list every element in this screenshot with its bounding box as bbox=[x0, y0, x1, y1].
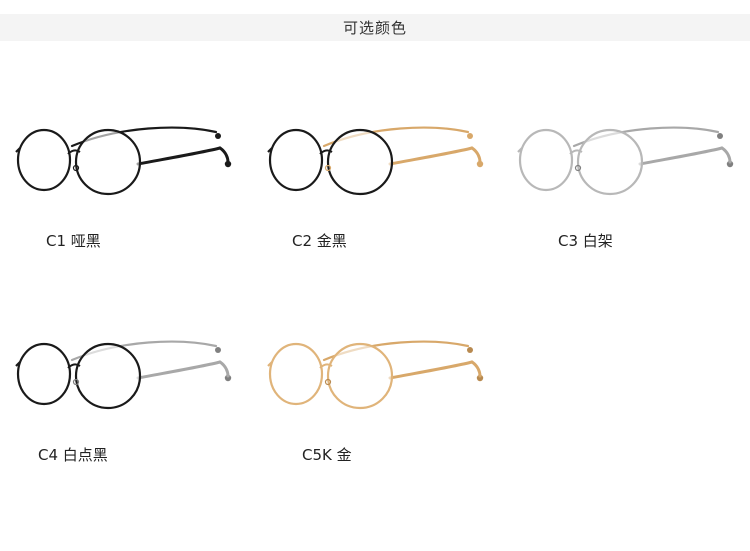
nose-pad bbox=[324, 164, 332, 172]
color-option-c3[interactable] bbox=[512, 118, 737, 198]
left-lens bbox=[16, 128, 72, 192]
glasses-image-c2 bbox=[267, 126, 484, 196]
glasses-image-c4 bbox=[15, 340, 232, 410]
right-lens bbox=[576, 128, 644, 196]
nose-pad bbox=[574, 164, 582, 172]
near-temple-tip bbox=[224, 160, 232, 168]
near-temple-bend bbox=[470, 360, 482, 378]
color-label-c2: C2 金黑 bbox=[292, 232, 347, 250]
near-temple-bend bbox=[470, 146, 482, 164]
far-temple-tip bbox=[215, 347, 221, 353]
right-lens bbox=[326, 128, 394, 196]
near-temple bbox=[388, 360, 474, 380]
glasses-image-c1 bbox=[15, 126, 232, 196]
near-temple-bend bbox=[720, 146, 732, 164]
color-option-c2[interactable] bbox=[262, 118, 487, 198]
near-temple-tip bbox=[726, 160, 734, 168]
color-label-c1: C1 哑黑 bbox=[46, 232, 101, 250]
color-label-c3: C3 白架 bbox=[558, 232, 613, 250]
near-temple bbox=[638, 146, 724, 166]
bridge bbox=[319, 149, 333, 155]
glasses-image-c3 bbox=[517, 126, 734, 196]
far-temple-tip bbox=[467, 347, 473, 353]
color-option-c1[interactable] bbox=[10, 118, 235, 198]
far-temple-tip bbox=[215, 133, 221, 139]
color-label-c5k: C5K 金 bbox=[302, 446, 352, 464]
near-temple-bend bbox=[218, 146, 230, 164]
far-temple-tip bbox=[467, 133, 473, 139]
near-temple-tip bbox=[224, 374, 232, 382]
near-temple bbox=[136, 360, 222, 380]
glasses-image-c5k bbox=[267, 340, 484, 410]
right-lens bbox=[74, 342, 142, 410]
bridge bbox=[67, 149, 81, 155]
far-temple-tip bbox=[717, 133, 723, 139]
left-lens bbox=[16, 342, 72, 406]
nose-pad bbox=[324, 378, 332, 386]
bridge bbox=[569, 149, 583, 155]
nose-pad bbox=[72, 378, 80, 386]
left-hinge bbox=[267, 361, 273, 367]
left-hinge bbox=[15, 361, 21, 367]
color-label-c4: C4 白点黑 bbox=[38, 446, 108, 464]
right-lens bbox=[74, 128, 142, 196]
left-lens bbox=[268, 128, 324, 192]
nose-pad bbox=[72, 164, 80, 172]
header-title: 可选颜色 bbox=[342, 19, 407, 37]
color-option-c5k[interactable] bbox=[262, 332, 487, 412]
left-hinge bbox=[267, 147, 273, 153]
near-temple bbox=[136, 146, 222, 166]
right-lens bbox=[326, 342, 394, 410]
bridge bbox=[319, 363, 333, 369]
near-temple bbox=[388, 146, 474, 166]
left-hinge bbox=[15, 147, 21, 153]
near-temple-tip bbox=[476, 160, 484, 168]
left-hinge bbox=[517, 147, 523, 153]
left-lens bbox=[268, 342, 324, 406]
color-option-c4[interactable] bbox=[10, 332, 235, 412]
header-bar: 可选颜色 bbox=[0, 14, 750, 41]
near-temple-bend bbox=[218, 360, 230, 378]
left-lens bbox=[518, 128, 574, 192]
near-temple-tip bbox=[476, 374, 484, 382]
bridge bbox=[67, 363, 81, 369]
